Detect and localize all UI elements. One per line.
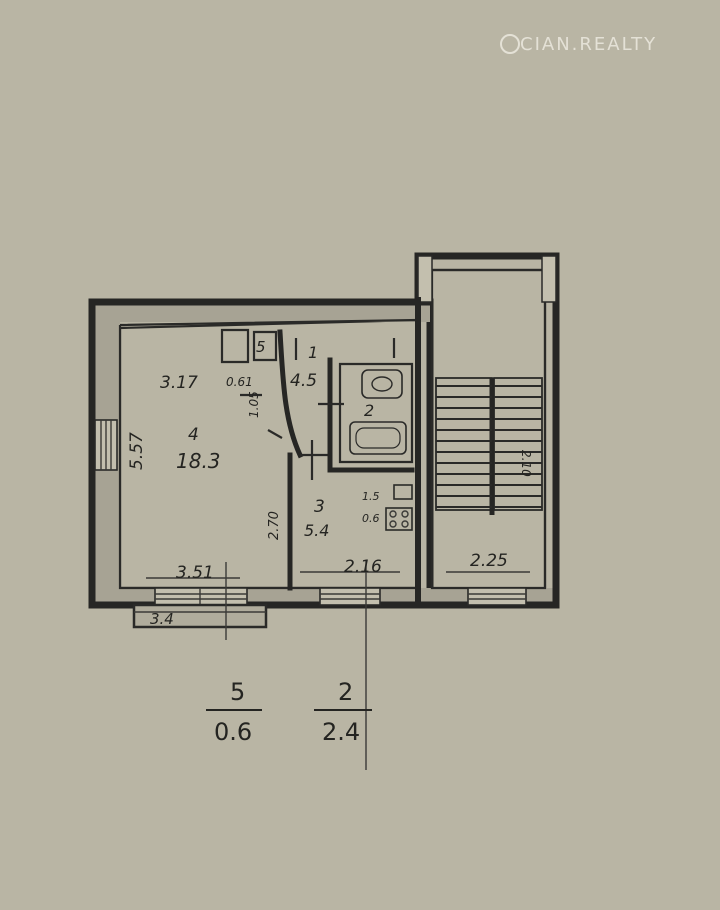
stair-top-window — [417, 255, 557, 303]
hallway-number: 1 — [308, 343, 318, 362]
living-width-bottom: 3.51 — [176, 563, 214, 583]
balcony-number: 5 — [230, 678, 245, 706]
door-marks — [240, 338, 396, 480]
entry-area: 2.4 — [322, 718, 360, 746]
kitchen-sink-icon — [393, 484, 413, 500]
kitchen-small-dim-2: 0.6 — [362, 512, 380, 525]
balcony-length: 3.4 — [150, 610, 174, 628]
kitchen-depth: 2.70 — [267, 511, 282, 540]
watermark-logo-icon — [500, 34, 520, 54]
bathroom-fixtures — [349, 369, 407, 455]
kitchen-number: 3 — [314, 497, 325, 517]
living-width-top: 3.17 — [160, 373, 198, 393]
dimension-lines — [146, 560, 530, 770]
stair-dim: 2.10 — [519, 450, 533, 477]
kitchen-small-dim-1: 1.5 — [362, 490, 380, 503]
stove-icon — [385, 507, 413, 531]
living-room-area: 18.3 — [176, 449, 221, 473]
hallway-area: 4.5 — [290, 371, 317, 391]
kitchen-fixtures — [385, 484, 413, 531]
bottom-annotations: 5 0.6 2 2.4 — [206, 678, 372, 746]
left-window — [94, 419, 118, 471]
kitchen-width: 2.16 — [344, 557, 382, 577]
watermark-text: CIAN.REALTY — [520, 34, 657, 55]
closet-number: 5 — [256, 338, 266, 356]
staircase — [435, 377, 543, 515]
closet-dim: 0.61 — [226, 375, 253, 389]
stair-width: 2.25 — [470, 551, 508, 571]
room-labels: 3.17 4 18.3 5.57 3.51 3.4 5 0.61 1.05 1 … — [127, 338, 533, 628]
kitchen-area: 5.4 — [304, 521, 329, 540]
living-height-dim: 5.57 — [127, 432, 147, 470]
bathroom-number: 2 — [364, 401, 374, 420]
interior-walls — [220, 297, 421, 608]
bathtub-icon — [349, 421, 407, 455]
sink-icon — [361, 369, 403, 399]
balcony — [132, 603, 268, 629]
balcony-area: 0.6 — [214, 718, 252, 746]
hall-dim: 1.05 — [247, 391, 261, 418]
living-room-number: 4 — [188, 425, 199, 445]
bottom-windows — [154, 587, 527, 606]
entry-number: 2 — [338, 678, 353, 706]
